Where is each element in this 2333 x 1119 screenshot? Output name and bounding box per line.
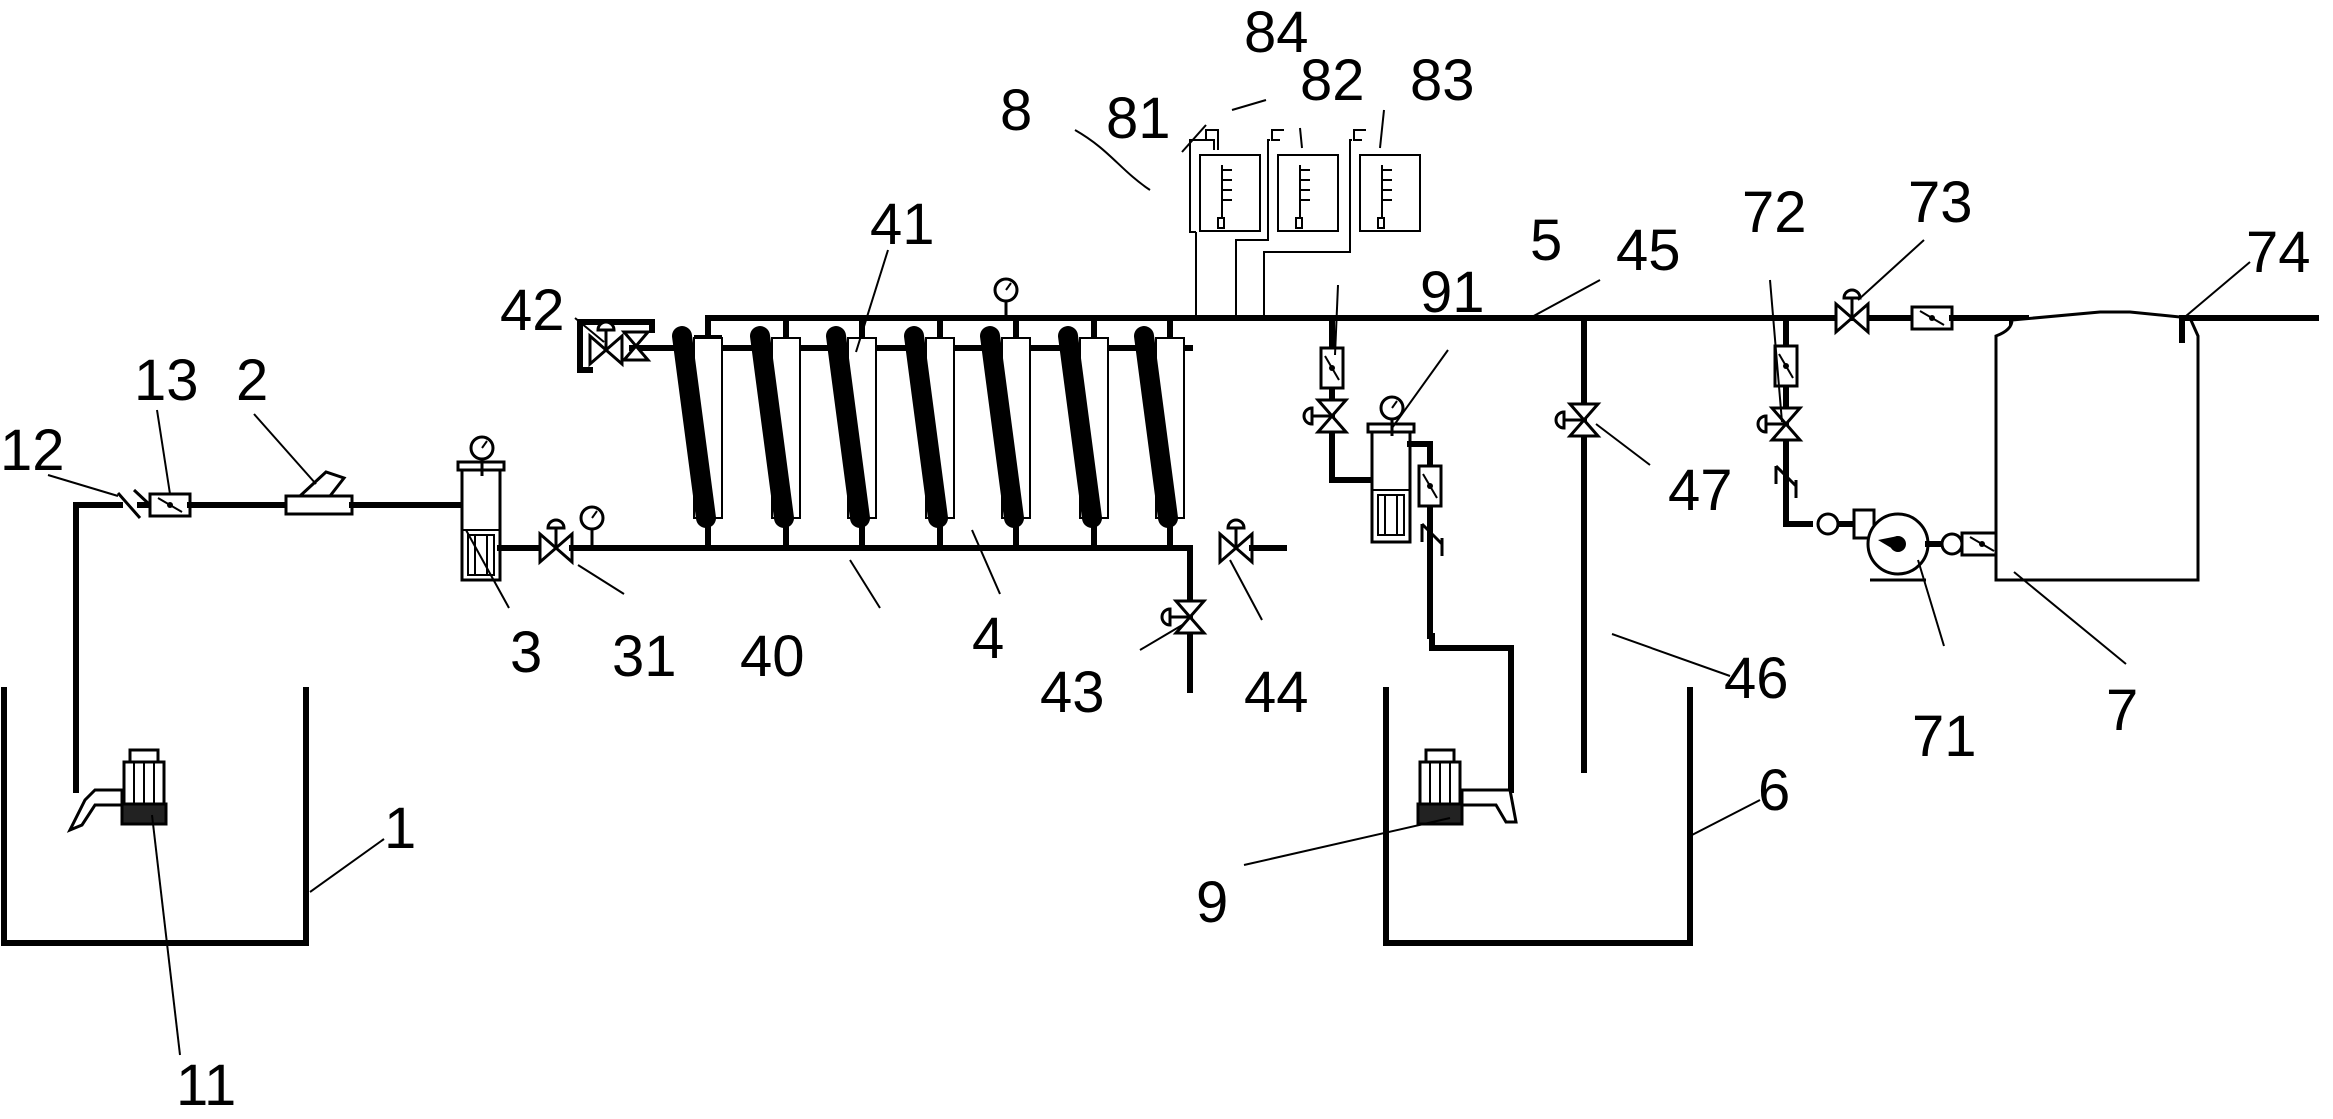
label-45: 45 [1616, 218, 1681, 283]
label-6: 6 [1758, 758, 1790, 823]
label-46: 46 [1724, 646, 1789, 711]
gate-valve-icon [588, 320, 624, 366]
label-leaders [47, 99, 2251, 1056]
membrane-modules [672, 318, 1185, 548]
label-47: 47 [1668, 458, 1733, 523]
label-8: 8 [1000, 78, 1032, 143]
label-43: 43 [1040, 660, 1105, 725]
label-31: 31 [612, 624, 677, 689]
flowmeter-icon [1319, 346, 1345, 390]
label-83: 83 [1410, 48, 1475, 113]
label-73: 73 [1908, 170, 1973, 235]
label-71: 71 [1912, 704, 1977, 769]
clean-water-tank [1383, 687, 1693, 946]
dosing-tank-icon [1189, 129, 1261, 318]
membrane-module-icon [672, 326, 716, 528]
label-2: 2 [236, 348, 268, 413]
gate-valve-icon [538, 518, 574, 564]
label-42: 42 [500, 278, 565, 343]
flowmeter-icon [148, 492, 192, 518]
label-91: 91 [1420, 260, 1485, 325]
dosing-tank-icon [1235, 129, 1339, 318]
flowmeter-icon [1910, 305, 1954, 331]
submersible-pump-icon [1416, 748, 1518, 826]
storage-tank-icon [1994, 310, 2319, 582]
label-7: 7 [2106, 678, 2138, 743]
membrane-module-icon [980, 318, 1031, 548]
membrane-module-icon [750, 318, 801, 548]
label-9: 9 [1196, 870, 1228, 935]
membrane-module-icon [1058, 318, 1109, 548]
label-41: 41 [870, 192, 935, 257]
label-1: 1 [384, 796, 416, 861]
gate-valve-icon [620, 330, 652, 362]
label-3: 3 [510, 620, 542, 685]
label-72: 72 [1742, 180, 1807, 245]
label-11: 11 [176, 1053, 236, 1118]
label-82: 82 [1300, 48, 1365, 113]
label-74: 74 [2246, 220, 2311, 285]
label-12: 12 [0, 418, 65, 483]
label-4: 4 [972, 606, 1004, 671]
gate-valve-icon [1302, 398, 1348, 434]
label-44: 44 [1244, 660, 1309, 725]
label-40: 40 [740, 624, 805, 689]
membrane-module-icon [904, 318, 955, 548]
label-81: 81 [1106, 86, 1171, 151]
label-84: 84 [1244, 0, 1309, 65]
label-13: 13 [134, 348, 199, 413]
membrane-module-icon [1134, 318, 1185, 548]
raw-water-tank [1, 687, 309, 946]
submersible-pump-icon [66, 748, 168, 833]
gate-valve-icon [1218, 518, 1254, 564]
dosing-tank-icon [1263, 129, 1421, 318]
flowmeter-icon [1417, 464, 1443, 508]
gate-valve-icon [1554, 402, 1600, 438]
pressure-gauge-icon [993, 277, 1019, 320]
gate-valve-icon [1756, 406, 1802, 442]
bag-filter-icon [456, 460, 506, 582]
gate-valve-icon [1160, 599, 1206, 635]
strainer-icon [284, 470, 354, 516]
membrane-module-icon [826, 318, 877, 548]
pressure-gauge-icon [579, 505, 605, 548]
centrifugal-pump-icon [1816, 508, 1964, 582]
label-5: 5 [1530, 208, 1562, 273]
